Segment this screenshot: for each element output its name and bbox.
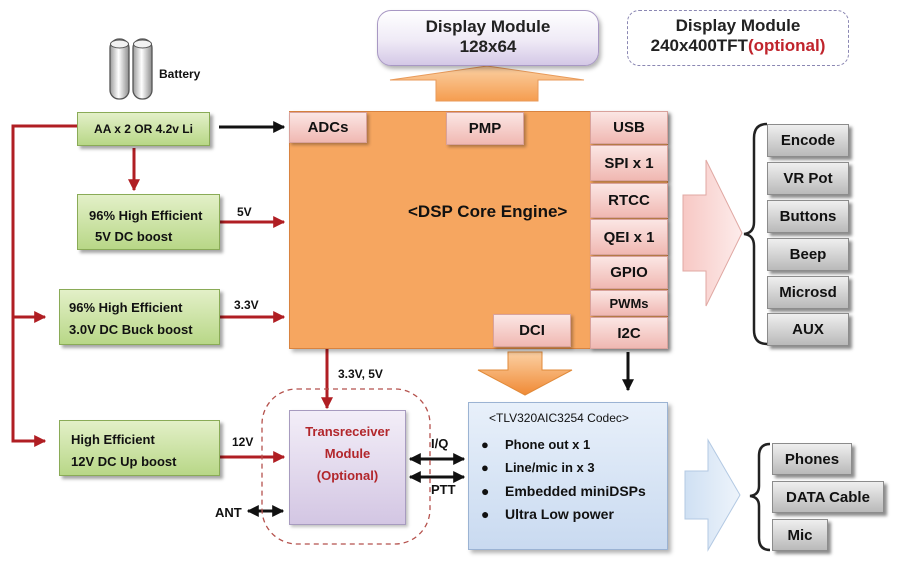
codec-down-arrow <box>477 351 573 396</box>
vr-pot-peripheral: VR Pot <box>767 162 849 195</box>
display-module-240x400-optional: Display Module 240x400TFT(optional) <box>627 10 849 66</box>
beep-peripheral: Beep <box>767 238 849 271</box>
codec-feature-text: Line/mic in x 3 <box>505 460 595 475</box>
transceiver-line2: Module <box>324 446 371 461</box>
output-list: Phones DATA Cable Mic <box>772 443 890 553</box>
codec-feature: ● Ultra Low power <box>481 502 667 525</box>
qei-interface: QEI x 1 <box>590 219 668 255</box>
peripheral-right-arrow <box>682 159 743 307</box>
codec-title: <TLV320AIC3254 Codec> <box>489 411 629 425</box>
phones-output: Phones <box>772 443 852 475</box>
data-cable-output: DATA Cable <box>772 481 884 513</box>
pmp-block: PMP <box>446 112 524 145</box>
buttons-peripheral: Buttons <box>767 200 849 233</box>
voltage-label-5v: 5V <box>237 205 252 219</box>
battery-icon <box>108 36 156 102</box>
dsp-interface-column: USB SPI x 1 RTCC QEI x 1 GPIO PWMs I2C <box>590 111 668 349</box>
bullet-icon: ● <box>481 505 490 522</box>
voltage-label-12v: 12V <box>232 435 254 449</box>
spi-interface: SPI x 1 <box>590 145 668 181</box>
iq-label: I/Q <box>431 436 449 451</box>
display-up-arrow <box>389 65 585 102</box>
5v-boost-line2: 5V DC boost <box>95 229 173 244</box>
5v-boost-block: 96% High Efficient 5V DC boost <box>77 194 220 250</box>
microsd-peripheral: Microsd <box>767 276 849 309</box>
codec-feature-text: Embedded miniDSPs <box>505 482 646 499</box>
output-brace <box>749 442 771 552</box>
bullet-icon: ● <box>481 460 489 475</box>
voltage-label-3v3-5v: 3.3V, 5V <box>338 367 383 381</box>
voltage-label-3v3: 3.3V <box>234 298 259 312</box>
rtcc-interface: RTCC <box>590 183 668 218</box>
peripheral-brace <box>743 122 768 346</box>
12v-up-boost-block: High Efficient 12V DC Up boost <box>59 420 220 476</box>
dsp-core-title: <DSP Core Engine> <box>408 202 568 221</box>
adcs-block: ADCs <box>289 112 367 143</box>
battery-label: Battery <box>159 67 201 81</box>
pwms-interface: PWMs <box>590 290 668 316</box>
mic-output: Mic <box>772 519 828 551</box>
transceiver-module-block: Transreceiver Module (Optional) <box>289 410 406 525</box>
ant-label: ANT <box>215 505 242 520</box>
codec-feature: ● Line/mic in x 3 <box>481 456 667 479</box>
aa-battery-source-block: AA x 2 OR 4.2v Li <box>77 112 210 146</box>
power-distribution-lines <box>11 124 333 463</box>
transceiver-line1: Transreceiver <box>305 424 390 439</box>
ptt-label: PTT <box>431 482 456 497</box>
display-module-title: Display Module <box>675 16 801 35</box>
gpio-interface: GPIO <box>590 256 668 289</box>
codec-feature-list: ● Phone out x 1 ● Line/mic in x 3 ● Embedde… <box>481 433 667 525</box>
3v3-buck-boost-block: 96% High Efficient 3.0V DC Buck boost <box>59 289 220 345</box>
display-module-title: Display Module <box>425 17 551 36</box>
12v-boost-line1: High Efficient <box>71 432 155 447</box>
display-module-128x64: Display Module 128x64 <box>377 10 599 66</box>
optional-label: (optional) <box>747 36 826 55</box>
12v-boost-line2: 12V DC Up boost <box>71 454 177 469</box>
display-module-resolution: 240x400TFT <box>650 36 748 55</box>
codec-feature: ● Embedded miniDSPs <box>481 479 667 502</box>
codec-feature-text: Phone out x 1 <box>505 437 591 452</box>
transceiver-optional-region <box>261 388 431 545</box>
usb-interface: USB <box>590 111 668 144</box>
codec-feature-text: Ultra Low power <box>505 505 614 522</box>
codec-block: <TLV320AIC3254 Codec> ● Phone out x 1 ● Li… <box>468 402 668 550</box>
transceiver-line3: (Optional) <box>316 468 379 483</box>
display-module-resolution: 128x64 <box>459 37 517 56</box>
dci-block: DCI <box>493 314 571 347</box>
3v3-buck-line1: 96% High Efficient <box>69 300 183 315</box>
5v-boost-line1: 96% High Efficient <box>89 208 203 223</box>
aux-peripheral: AUX <box>767 313 849 346</box>
output-right-arrow <box>684 438 741 552</box>
peripheral-list: Encode VR Pot Buttons Beep Microsd AUX <box>767 124 853 348</box>
bullet-icon: ● <box>481 482 490 499</box>
encode-peripheral: Encode <box>767 124 849 157</box>
signal-lines <box>219 121 634 517</box>
3v3-buck-line2: 3.0V DC Buck boost <box>69 322 193 337</box>
codec-feature: ● Phone out x 1 <box>481 433 667 456</box>
i2c-interface: I2C <box>590 317 668 349</box>
bullet-icon: ● <box>481 437 489 452</box>
aa-battery-source-label: AA x 2 OR 4.2v Li <box>94 122 193 136</box>
